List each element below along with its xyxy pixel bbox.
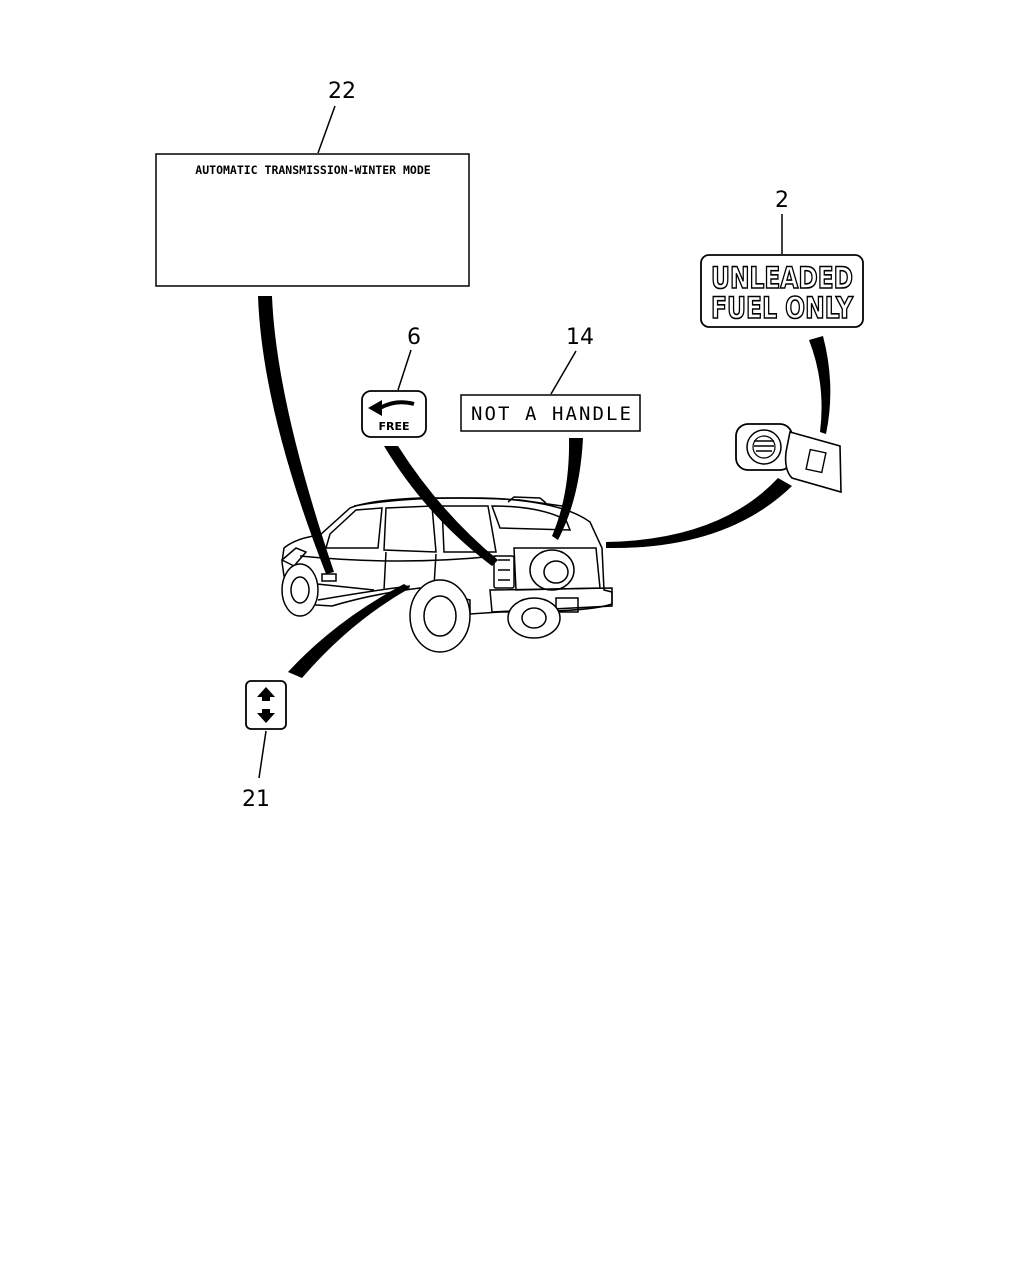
- transmission-label-text: AUTOMATIC TRANSMISSION-WINTER MODE: [195, 163, 430, 177]
- pointer-arcs: [258, 296, 831, 678]
- free-label-text: FREE: [378, 420, 409, 433]
- callout-21: 21: [242, 787, 270, 812]
- unleaded-fuel-label: [700, 254, 864, 328]
- callout-14: 14: [566, 325, 594, 350]
- leader-line-14: [550, 350, 577, 395]
- up-down-arrow-label: [245, 680, 287, 730]
- transmission-winter-mode-label: [155, 153, 470, 287]
- leader-line-6: [397, 349, 412, 391]
- arrow-head-icon: [368, 400, 382, 416]
- not-a-handle-label: [460, 394, 641, 432]
- callout-22: 22: [328, 79, 356, 104]
- leader-line-21: [258, 730, 267, 779]
- up-arrow-icon: [257, 687, 275, 697]
- fuel-door-detail: [735, 423, 842, 494]
- down-arrow-icon: [257, 713, 275, 723]
- unleaded-fuel-line2: FUEL ONLY: [711, 291, 854, 325]
- unleaded-fuel-line1: UNLEADED: [711, 261, 853, 295]
- curved-arrow-icon: [379, 400, 415, 410]
- callout-6: 6: [407, 325, 421, 350]
- leader-line-22: [317, 105, 336, 154]
- callout-2: 2: [775, 188, 789, 213]
- suv-vehicle-illustration: [280, 496, 613, 653]
